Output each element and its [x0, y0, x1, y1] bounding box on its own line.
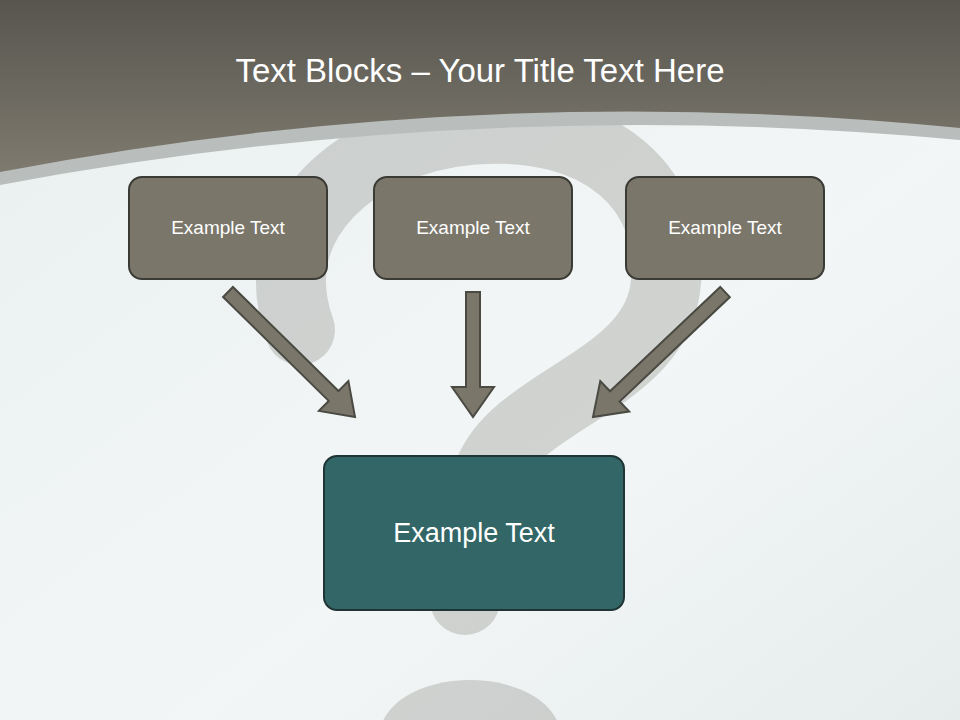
text-block: Example Text	[128, 176, 328, 280]
box-text: Example Text	[658, 217, 792, 239]
slide-title: Text Blocks – Your Title Text Here	[0, 52, 960, 90]
box-text: Example Text	[383, 518, 565, 549]
box-text: Example Text	[161, 217, 295, 239]
question-dot	[380, 680, 560, 720]
box-text: Example Text	[406, 217, 540, 239]
result-box: Example Text	[323, 455, 625, 611]
block-arrow	[223, 287, 355, 417]
header-shadow	[0, 0, 960, 185]
text-block: Example Text	[625, 176, 825, 280]
block-arrow	[593, 287, 730, 417]
text-block: Example Text	[373, 176, 573, 280]
header-band	[0, 0, 960, 172]
block-arrow	[452, 292, 494, 417]
